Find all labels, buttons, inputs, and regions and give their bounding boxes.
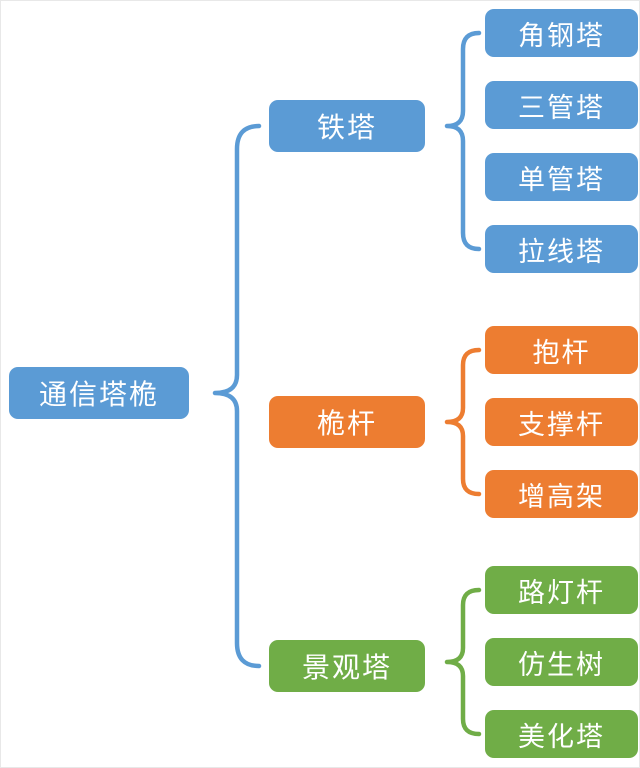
node-child-angle-steel-tower: 角钢塔: [485, 9, 638, 57]
brace-iron-tower: [444, 30, 482, 252]
node-child-holding-pole: 抱杆: [485, 326, 638, 374]
node-branch-iron-tower: 铁塔: [269, 100, 425, 152]
node-root-communication-tower: 通信塔桅: [9, 367, 189, 419]
node-child-guyed-tower: 拉线塔: [485, 225, 638, 273]
node-child-three-tube-tower: 三管塔: [485, 81, 638, 129]
node-child-street-lamp-pole: 路灯杆: [485, 566, 638, 614]
node-child-monopole-tower: 单管塔: [485, 153, 638, 201]
node-child-heightening-frame: 增高架: [485, 470, 638, 518]
brace-root: [212, 123, 262, 669]
brace-landscape-tower: [444, 587, 482, 737]
node-child-bionic-tree: 仿生树: [485, 638, 638, 686]
node-branch-mast: 桅杆: [269, 396, 425, 448]
brace-mast: [444, 347, 482, 497]
node-branch-landscape-tower: 景观塔: [269, 640, 425, 692]
node-child-support-pole: 支撑杆: [485, 398, 638, 446]
node-child-beautified-tower: 美化塔: [485, 710, 638, 758]
